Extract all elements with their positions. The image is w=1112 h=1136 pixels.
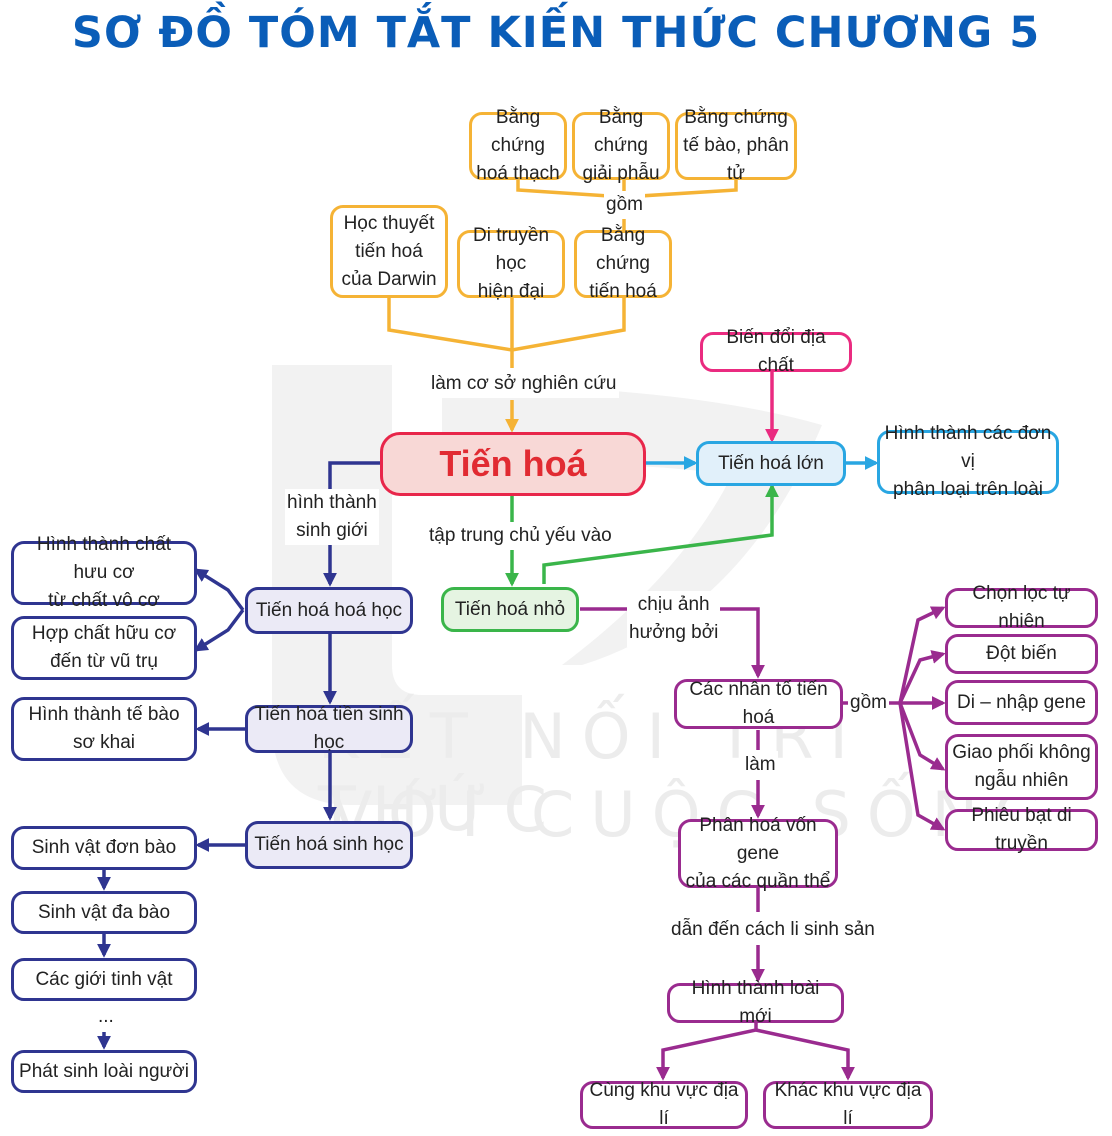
page-title: SƠ ĐỒ TÓM TẮT KIẾN THỨC CHƯƠNG 5 (71, 8, 1041, 58)
node-bang-chung-te-bao: Bằng chứng tế bào, phân tử (675, 107, 797, 184)
node-tien-hoa-sinh-hoc: Tiến hoá sinh học (245, 821, 413, 869)
node-hinh-thanh-te-bao: Hình thành tế bào sơ khai (11, 697, 197, 761)
label-ellipsis: ... (96, 1003, 116, 1031)
node-phat-sinh-loai-nguoi: Phát sinh loài người (11, 1050, 197, 1093)
node-hinh-thanh-loai-moi: Hình thành loài mới (667, 978, 844, 1027)
label-lam: làm (743, 751, 778, 779)
node-bang-chung-hoa-thach: Bằng chứng hoá thạch (469, 107, 567, 184)
node-cung-khu-vuc: Cùng khu vực địa lí (580, 1080, 748, 1129)
label-gom-right: gồm (848, 689, 889, 717)
label-tap-trung: tập trung chủ yếu vào (427, 522, 614, 550)
node-tien-hoa: Tiến hoá (380, 432, 646, 496)
node-tien-hoa-nho: Tiến hoá nhỏ (441, 587, 579, 632)
node-bien-doi-dia-chat: Biến đổi địa chất (700, 327, 852, 376)
node-tien-hoa-lon: Tiến hoá lớn (696, 441, 846, 486)
node-sinh-vat-da-bao: Sinh vật đa bào (11, 891, 197, 934)
node-cac-nhan-to: Các nhân tố tiến hoá (674, 679, 843, 729)
label-dan-den: dẫn đến cách li sinh sản (669, 916, 877, 944)
node-hoc-thuyet-darwin: Học thuyết tiến hoá của Darwin (330, 205, 448, 298)
node-hinh-thanh-chat-huu-co: Hình thành chất hưu cơ từ chất vô cơ (11, 534, 197, 611)
node-di-truyen-hoc: Di truyền học hiện đại (457, 225, 565, 302)
node-dot-bien: Đột biến (945, 634, 1098, 674)
node-tien-hoa-tien-sinh-hoc: Tiến hoá tiền sinh học (245, 704, 413, 753)
node-chon-loc: Chọn lọc tự nhiên (945, 583, 1098, 632)
node-cac-gioi-sinh-vat: Các giới tinh vật (11, 958, 197, 1001)
node-hop-chat-huu-co: Hợp chất hữu cơ đến từ vũ trụ (11, 616, 197, 680)
node-giao-phoi: Giao phối không ngẫu nhiên (945, 734, 1098, 800)
node-phan-hoa: Phân hoá vốn gene của các quần thể (678, 815, 838, 892)
label-hinh-thanh-sinh-gioi: hình thành sinh giới (285, 489, 379, 545)
node-hinh-thanh-don-vi: Hình thành các đơn vị phân loại trên loà… (877, 423, 1059, 500)
node-bang-chung-tien-hoa: Bằng chứng tiến hoá (574, 225, 672, 302)
node-sinh-vat-don-bao: Sinh vật đơn bào (11, 826, 197, 870)
node-bang-chung-giai-phau: Bằng chứng giải phẫu (572, 107, 670, 184)
node-phieu-bat: Phiêu bạt di truyền (945, 805, 1098, 854)
label-lam-co-so: làm cơ sở nghiên cứu (429, 370, 619, 398)
node-tien-hoa-hoa-hoc: Tiến hoá hoá học (245, 587, 413, 634)
node-di-nhap-gene: Di – nhập gene (945, 680, 1098, 725)
node-khac-khu-vuc: Khác khu vực địa lí (763, 1080, 933, 1129)
label-chiu-anh-huong: chịu ảnh hưởng bởi (627, 591, 721, 647)
label-gom-top: gồm (604, 191, 645, 219)
